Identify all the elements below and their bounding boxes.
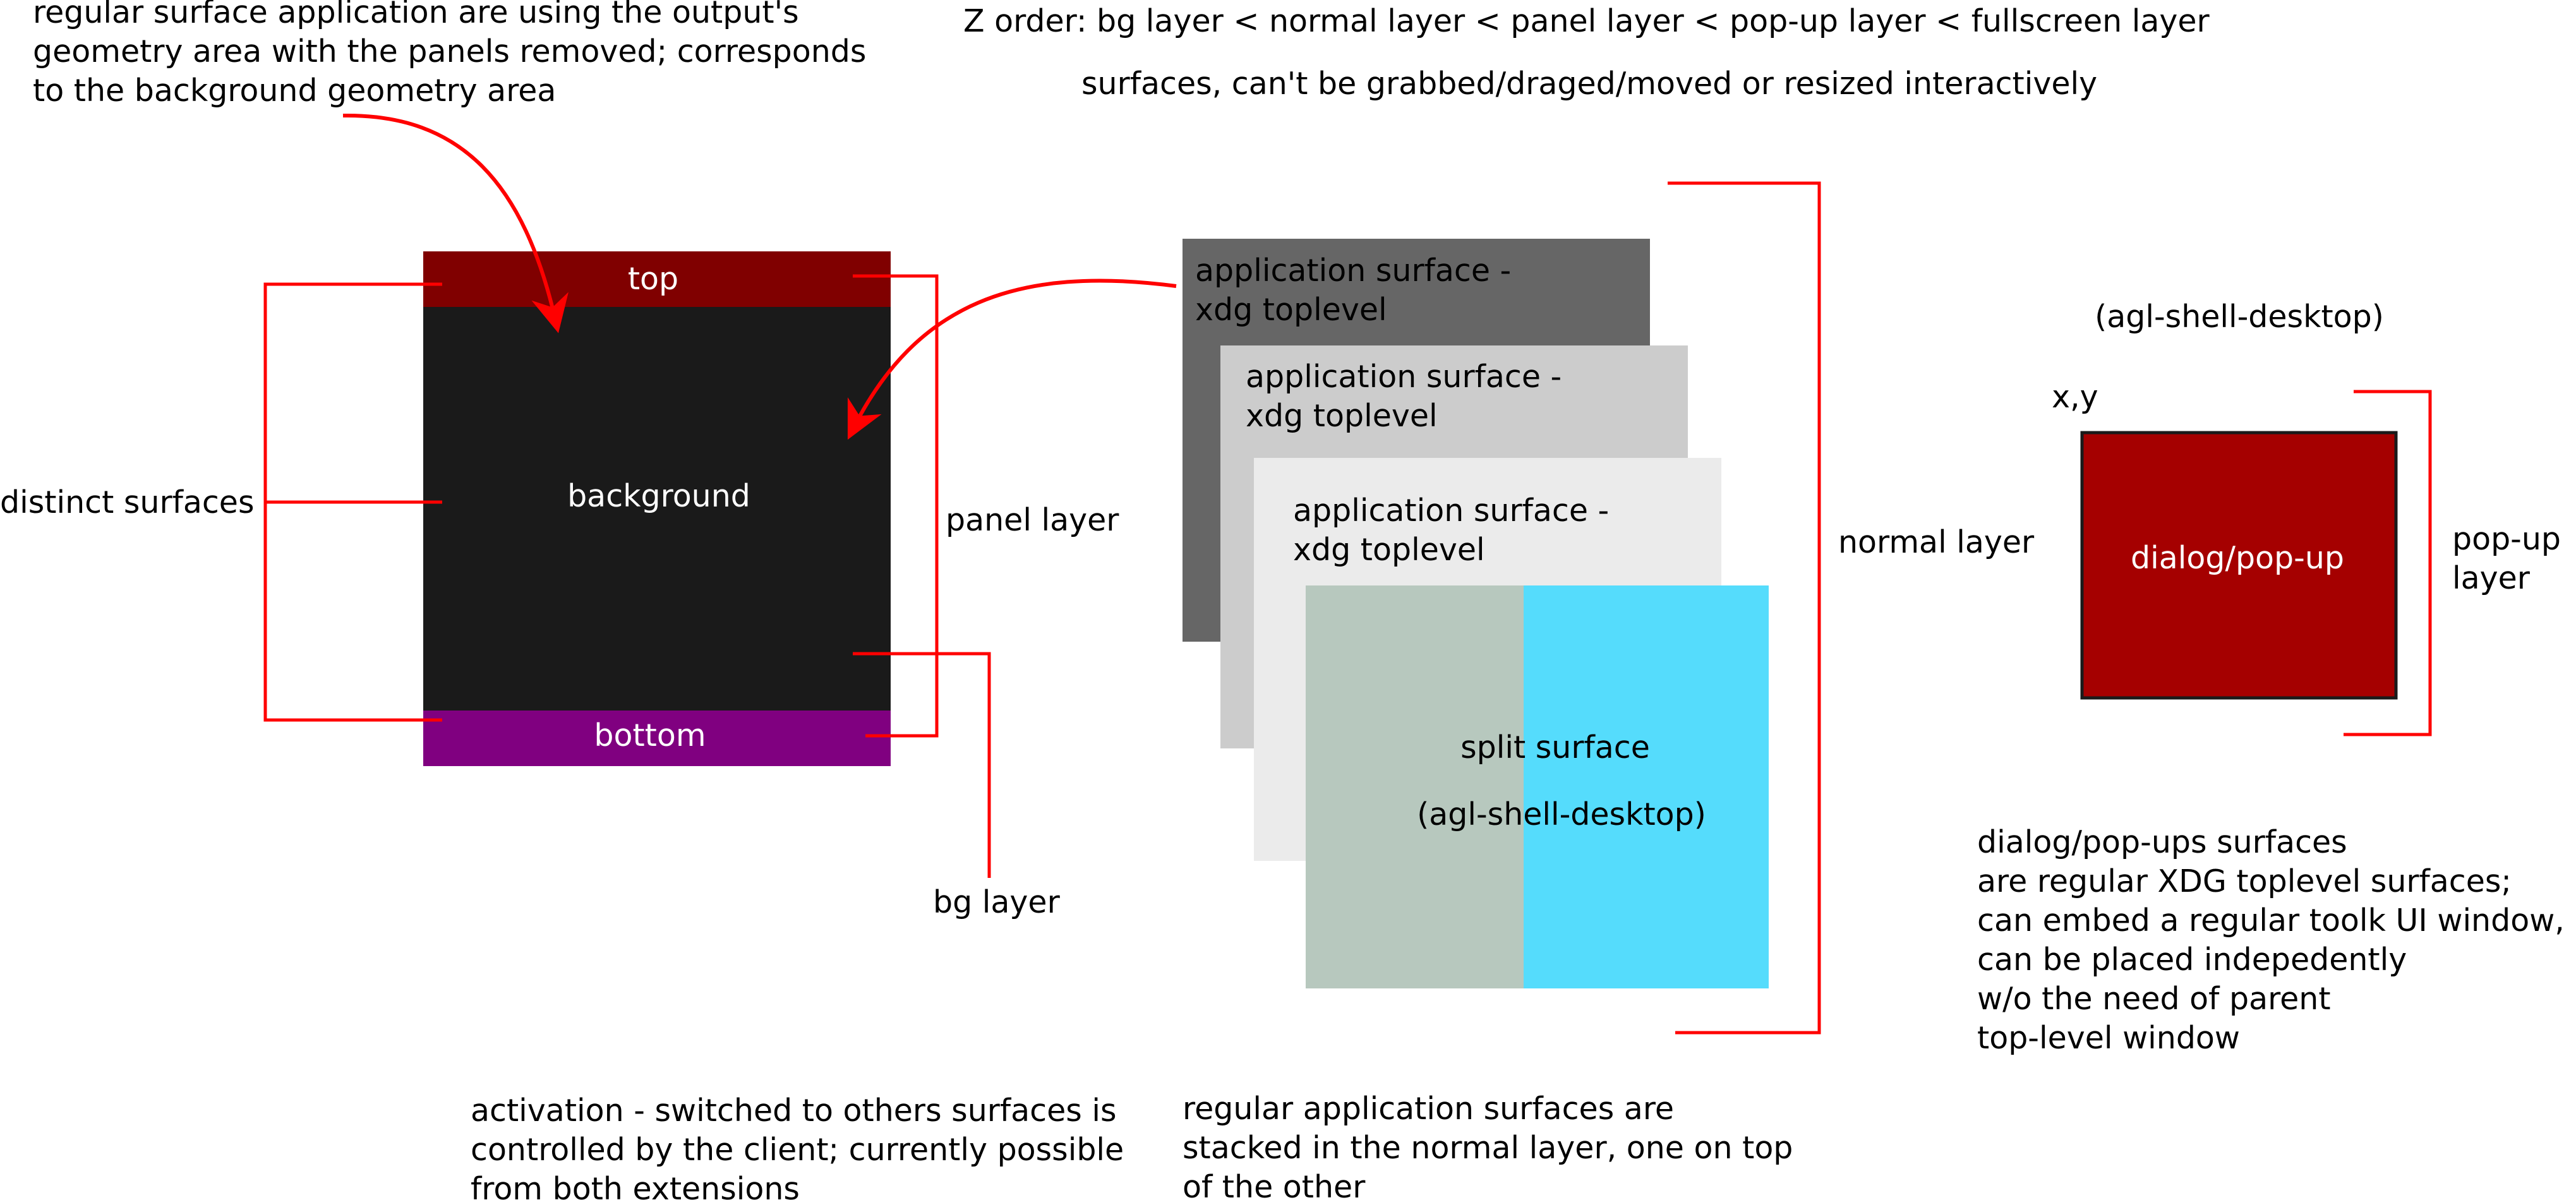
- app-surface-1-label: xdg toplevel: [1195, 292, 1387, 328]
- popup-area: (agl-shell-desktop) x,y dialog/pop-up po…: [2052, 299, 2561, 736]
- activation-note-line: controlled by the client; currently poss…: [471, 1132, 1124, 1168]
- popup-layer-bracket: [2344, 390, 2432, 736]
- popup-coords-label: x,y: [2052, 379, 2098, 415]
- regular-surface-note-line: regular surface application are using th…: [33, 0, 799, 30]
- app-surface-2-label: application surface -: [1246, 359, 1562, 395]
- bg-layer-label: bg layer: [933, 884, 1061, 920]
- app-surface-3-label: application surface -: [1293, 493, 1609, 529]
- popup-dialog: [2080, 431, 2398, 700]
- background-surface: [423, 251, 891, 766]
- popup-header: (agl-shell-desktop): [2095, 299, 2384, 335]
- normal-layer-label: normal layer: [1838, 524, 2035, 560]
- dialog-note-line: can be placed indepedently: [1977, 942, 2407, 978]
- background-label: background: [567, 478, 750, 514]
- activation-note: activation - switched to others surfaces…: [471, 1093, 1124, 1200]
- dialog-note-line: can embed a regular toolk UI window,: [1977, 903, 2565, 939]
- application-surfaces-stack: application surface - xdg toplevel appli…: [1183, 239, 1769, 988]
- activation-note-line: activation - switched to others surfaces…: [471, 1093, 1117, 1129]
- stacking-note-line: stacked in the normal layer, one on top: [1183, 1130, 1793, 1166]
- regular-surface-note: regular surface application are using th…: [33, 0, 866, 109]
- regular-surface-note-line: to the background geometry area: [33, 73, 556, 109]
- stacking-note-line: regular application surfaces are: [1183, 1091, 1674, 1127]
- dialog-note: dialog/pop-ups surfaces are regular XDG …: [1977, 824, 2565, 1056]
- distinct-surfaces-bracket: [263, 282, 442, 722]
- app-surface-1-label: application surface -: [1195, 253, 1511, 289]
- split-surface-sublabel: (agl-shell-desktop): [1417, 796, 1706, 832]
- bottom-panel: [423, 711, 891, 766]
- non-interactive-note: surfaces, can't be grabbed/draged/moved …: [1081, 66, 2097, 102]
- bottom-panel-label: bottom: [594, 717, 706, 753]
- z-order-title: Z order: bg layer < normal layer < panel…: [963, 3, 2210, 39]
- split-surface-left: [1306, 585, 1524, 988]
- popup-layer-label: layer: [2452, 560, 2531, 596]
- dialog-note-line: w/o the need of parent: [1977, 981, 2331, 1017]
- dialog-note-line: dialog/pop-ups surfaces: [1977, 824, 2347, 860]
- stacking-note-line: of the other: [1183, 1169, 1366, 1200]
- split-surface-right: [1524, 585, 1769, 988]
- normal-layer-bracket: [1668, 181, 1821, 1035]
- app-surface-3-label: xdg toplevel: [1293, 532, 1485, 568]
- split-surface-label: split surface: [1460, 729, 1650, 765]
- panel-layer-bracket: [853, 274, 939, 738]
- shell-panel-block: top background bottom: [423, 251, 891, 766]
- regular-surface-note-line: geometry area with the panels removed; c…: [33, 33, 866, 69]
- bg-layer-connector: [853, 652, 991, 878]
- activation-note-line: from both extensions: [471, 1171, 800, 1200]
- popup-layer-label: pop-up: [2452, 521, 2561, 557]
- app-surface-2-label: xdg toplevel: [1246, 398, 1438, 434]
- top-panel: [423, 251, 891, 307]
- activation-arrow: [847, 279, 1177, 440]
- top-panel-label: top: [628, 261, 678, 297]
- distinct-surfaces-label: distinct surfaces: [0, 484, 254, 520]
- stacking-note: regular application surfaces are stacked…: [1183, 1091, 1793, 1200]
- panel-layer-label: panel layer: [946, 502, 1119, 538]
- popup-dialog-label: dialog/pop-up: [2131, 540, 2344, 576]
- dialog-note-line: are regular XDG toplevel surfaces;: [1977, 863, 2512, 899]
- note-arrow: [342, 113, 569, 333]
- dialog-note-line: top-level window: [1977, 1020, 2240, 1056]
